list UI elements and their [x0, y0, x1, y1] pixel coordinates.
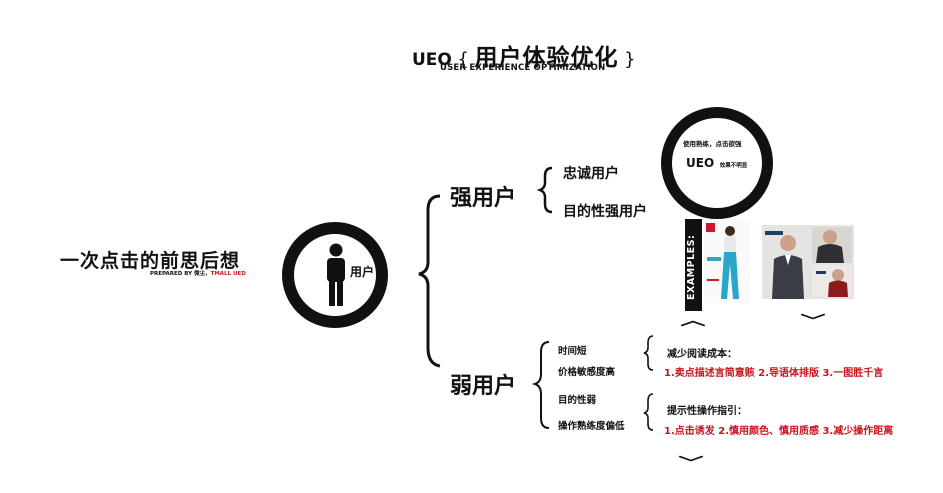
examples-bar	[685, 219, 702, 311]
chevron-down-icon-bottom: ﹀	[678, 456, 704, 472]
user-label: 用户	[350, 265, 375, 279]
page-title: UEO { 用户体验优化 }	[412, 38, 636, 72]
prepared-by-author: PREPARED BY 微尘，	[150, 271, 211, 277]
title-brace-close: }	[624, 49, 636, 70]
page-subtitle: USER EXPERIENCE OPTIMIZATION	[440, 63, 606, 73]
ring-text-effect: UEO 效果不明显	[686, 152, 747, 171]
title-brace-open: {	[457, 49, 469, 70]
product-image-suits	[762, 225, 854, 299]
weak-user-item-purpose: 目的性弱	[558, 395, 597, 406]
main-brace	[418, 194, 441, 368]
product-image-jeans	[704, 219, 750, 303]
weak-user-item-skill: 操作熟练度偏低	[558, 421, 625, 432]
tip-brace-1	[643, 335, 654, 371]
examples-label: EXAMPLES:	[686, 234, 697, 300]
strong-user-item-loyal: 忠诚用户	[563, 166, 619, 182]
weak-brace	[531, 341, 550, 429]
weak-user-item-price: 价格敏感度高	[558, 367, 616, 378]
strong-brace	[536, 166, 553, 214]
prepared-by: PREPARED BY 微尘，TMALL UED	[150, 269, 246, 277]
chevron-down-icon: ﹀	[800, 314, 826, 330]
tip-brace-2	[643, 393, 654, 431]
weak-user-item-time: 时间短	[558, 346, 587, 357]
person-icon	[327, 243, 345, 306]
ring-text-ueo: UEO	[686, 156, 715, 170]
title-main: 用户体验优化	[474, 45, 619, 71]
diagram-root-label: 一次点击的前思后想	[60, 250, 241, 272]
user-to-ring-arrow	[374, 206, 394, 222]
ring-text-usage: 使用熟练，点击欲强	[683, 140, 742, 148]
chevron-up-icon: ︿	[680, 313, 706, 329]
weak-user-label: 弱用户	[450, 374, 517, 399]
tip-heading-reading: 减少阅读成本：	[667, 349, 737, 360]
tip-heading-guidance: 提示性操作指引：	[667, 406, 747, 417]
strong-user-item-purpose: 目的性强用户	[563, 204, 647, 220]
title-prefix: UEO	[412, 50, 452, 70]
prepared-by-org: TMALL UED	[210, 271, 246, 277]
tip-detail-guidance: 1.点击诱发 2.慎用颜色、慎用质感 3.减少操作距离	[664, 426, 894, 437]
tip-detail-reading: 1.卖点描述言简意赅 2.导语体排版 3.一图胜千言	[664, 368, 884, 379]
ueo-effect-circle	[661, 107, 773, 219]
strong-user-label: 强用户	[450, 186, 517, 211]
ring-text-no-effect: 效果不明显	[719, 163, 748, 169]
